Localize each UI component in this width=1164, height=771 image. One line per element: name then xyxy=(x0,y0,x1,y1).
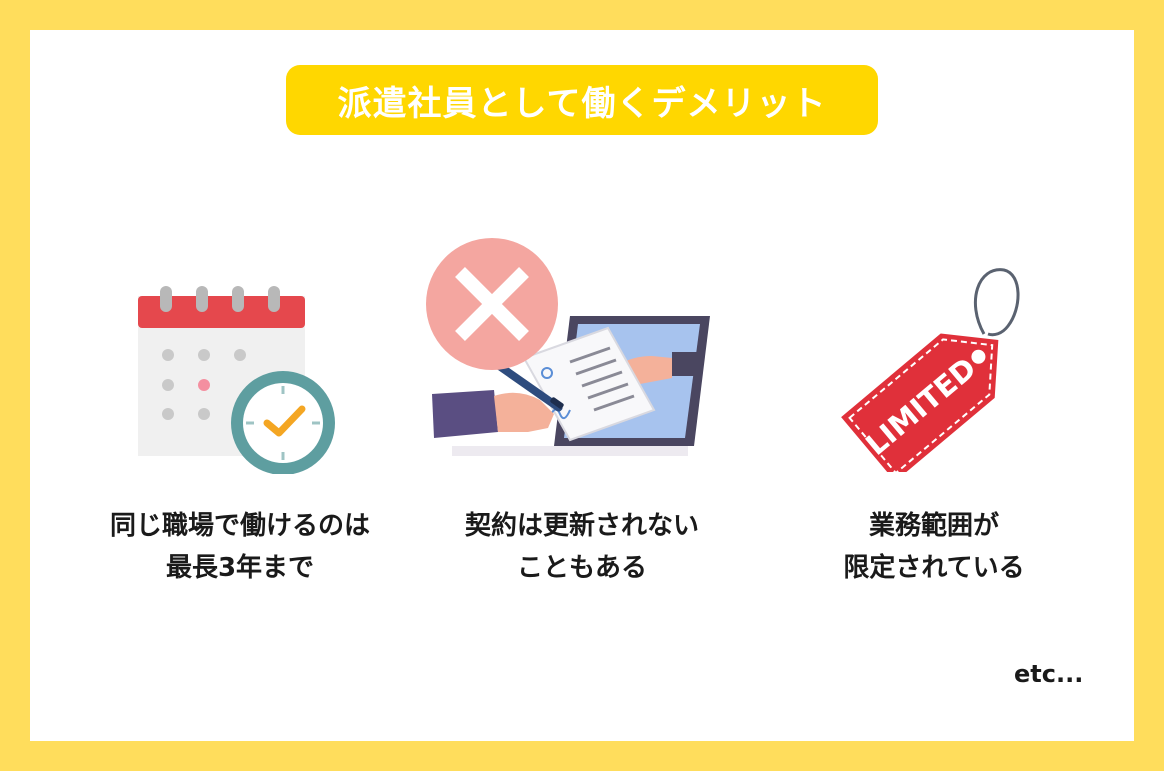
title-banner: 派遣社員として働くデメリット xyxy=(286,65,878,135)
caption-line: 限定されている xyxy=(843,553,1025,583)
limited-tag-icon: LIMITED xyxy=(841,268,1020,472)
caption-line: 最長3年まで xyxy=(165,553,315,583)
caption-line: 契約は更新されない xyxy=(464,511,699,541)
caption-no-renewal: 契約は更新されない こともある xyxy=(402,505,762,589)
caption-line: 業務範囲が xyxy=(868,511,999,541)
calendar-clock-icon xyxy=(138,286,335,474)
contract-rejected-icon xyxy=(426,238,710,456)
caption-line: 同じ職場で働けるのは xyxy=(109,511,370,541)
caption-limited-scope: 業務範囲が 限定されている xyxy=(754,505,1114,589)
etc-note: etc... xyxy=(1014,660,1084,688)
caption-line: こともある xyxy=(516,553,647,583)
page-title: 派遣社員として働くデメリット xyxy=(337,83,827,124)
caption-contract-period: 同じ職場で働けるのは 最長3年まで xyxy=(60,505,420,589)
